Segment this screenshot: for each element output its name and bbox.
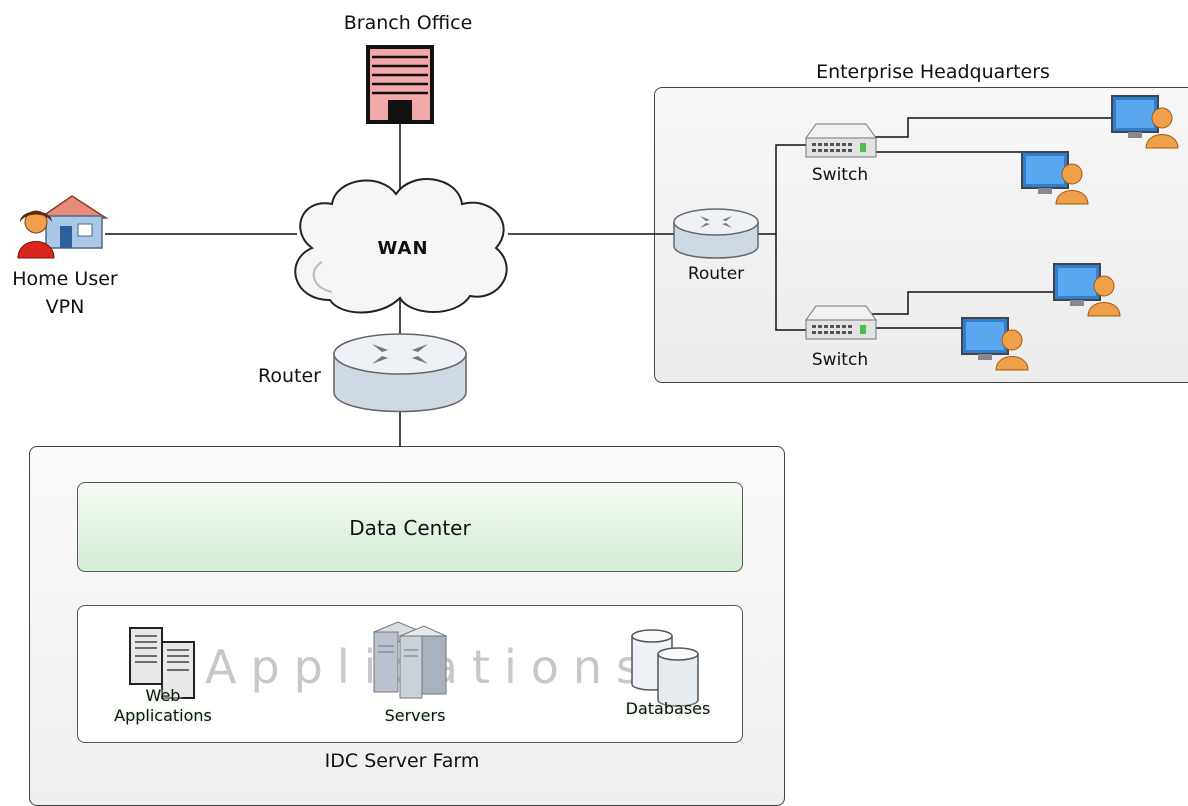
workstation-icon-3 [1053, 263, 1121, 317]
cloud-icon [294, 178, 508, 314]
router-label-hq: Router [687, 264, 745, 284]
idc-server-farm-label: IDC Server Farm [324, 750, 480, 772]
database-icon [631, 629, 699, 707]
router-label-main: Router [258, 365, 321, 387]
switch-icon-top [805, 123, 877, 158]
enterprise-headquarters-label: Enterprise Headquarters [816, 61, 1050, 83]
switch-label-top: Switch [811, 165, 869, 185]
line-switch-pc1 [872, 117, 1112, 138]
data-center-label: Data Center [349, 516, 471, 540]
server-icon [372, 621, 448, 699]
line-router-switches [758, 144, 806, 235]
databases-label: Databases [625, 699, 711, 718]
switch-label-bottom: Switch [811, 350, 869, 370]
router-icon-main [333, 333, 467, 413]
vpn-label: VPN [45, 296, 85, 318]
branch-office-label: Branch Office [343, 12, 473, 34]
line-switch-pc3 [872, 291, 1054, 315]
servers-label: Servers [384, 706, 446, 725]
line-router-switch-bottom [775, 234, 806, 331]
workstation-icon-2 [1021, 151, 1089, 205]
workstation-icon-1 [1111, 95, 1179, 149]
workstation-icon-4 [961, 317, 1029, 371]
applications-label: Applications [114, 706, 212, 725]
switch-icon-bottom [805, 305, 877, 340]
home-user-icon [17, 195, 109, 259]
network-diagram [17, 45, 1179, 707]
web-label: Web [145, 686, 181, 705]
building-icon [366, 45, 434, 124]
wan-label: WAN [377, 238, 429, 259]
home-user-label: Home User [12, 268, 118, 290]
connection-lines [105, 117, 1112, 446]
web-server-icon [129, 627, 195, 699]
router-icon-hq [673, 208, 759, 259]
data-center-box [77, 482, 743, 572]
